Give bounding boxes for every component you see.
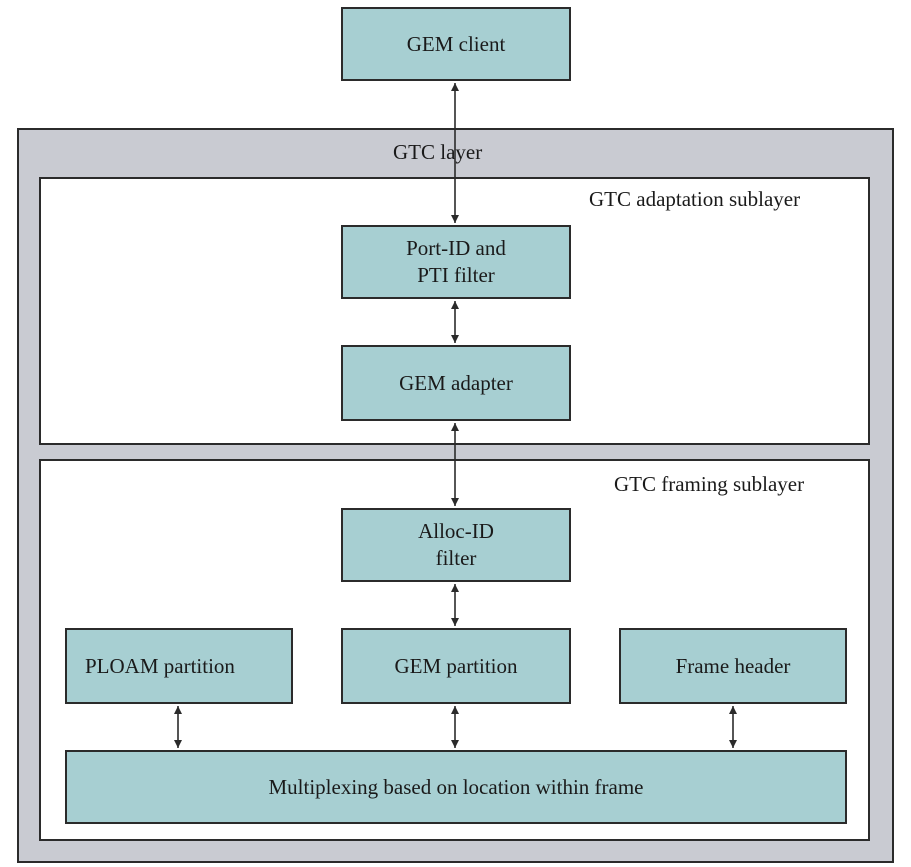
- gtc-adaptation-sublayer-label: GTC adaptation sublayer: [589, 187, 801, 211]
- multiplexing-box: Multiplexing based on location within fr…: [65, 750, 847, 824]
- ploam-partition-box: PLOAM partition: [65, 628, 293, 704]
- port-id-pti-filter-box: Port-ID and PTI filter: [341, 225, 571, 299]
- frame-header-box: Frame header: [619, 628, 847, 704]
- gem-adapter-box: GEM adapter: [341, 345, 571, 421]
- gem-partition-box: GEM partition: [341, 628, 571, 704]
- gtc-framing-sublayer-label: GTC framing sublayer: [614, 472, 805, 496]
- gtc-layer-label: GTC layer: [393, 140, 483, 164]
- alloc-id-filter-box: Alloc-ID filter: [341, 508, 571, 582]
- gem-client-box: GEM client: [341, 7, 571, 81]
